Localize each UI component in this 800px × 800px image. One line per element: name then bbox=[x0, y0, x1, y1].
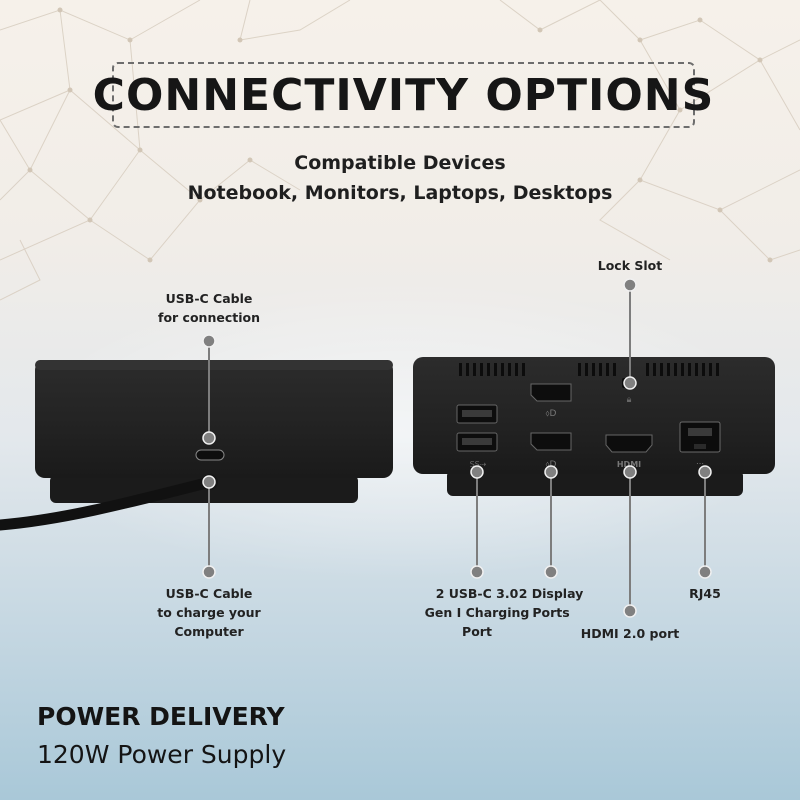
label-rj45: RJ45 bbox=[689, 586, 721, 601]
label-usbc-ports: 2 USB-C 3.0 Gen I Charging Port bbox=[424, 586, 530, 639]
dock-rear-view: SS⇢ ⬨D ⬨D HDMI 🔒︎ ⋯ bbox=[413, 357, 775, 496]
power-supply-text: 120W Power Supply bbox=[37, 740, 287, 769]
label-hdmi-port: HDMI 2.0 port bbox=[580, 626, 680, 641]
label-lock-slot: Lock Slot bbox=[597, 258, 663, 273]
callout-dots bbox=[202, 278, 712, 618]
svg-text:⋯: ⋯ bbox=[696, 459, 704, 468]
svg-text:SS⇢: SS⇢ bbox=[470, 460, 487, 469]
power-delivery-heading: POWER DELIVERY bbox=[37, 702, 285, 731]
svg-text:⬨D: ⬨D bbox=[546, 460, 557, 470]
subtitle-line-2: Notebook, Monitors, Laptops, Desktops bbox=[187, 182, 613, 204]
label-usbc-charge: USB-C Cable to charge your Computer bbox=[157, 586, 261, 639]
page-title: CONNECTIVITY OPTIONS bbox=[92, 69, 715, 121]
title-frame: CONNECTIVITY OPTIONS bbox=[93, 62, 713, 128]
svg-text:🔒︎: 🔒︎ bbox=[627, 395, 632, 405]
label-display-ports: 2 Display Ports bbox=[518, 586, 584, 620]
hdmi-marking: HDMI bbox=[617, 460, 641, 469]
subtitle-line-1: Compatible Devices bbox=[294, 152, 506, 174]
callout-lines bbox=[208, 285, 706, 611]
label-usbc-connection: USB-C Cable for connection bbox=[158, 291, 260, 325]
svg-text:⬨D: ⬨D bbox=[546, 409, 557, 419]
dock-side-view bbox=[0, 360, 393, 531]
